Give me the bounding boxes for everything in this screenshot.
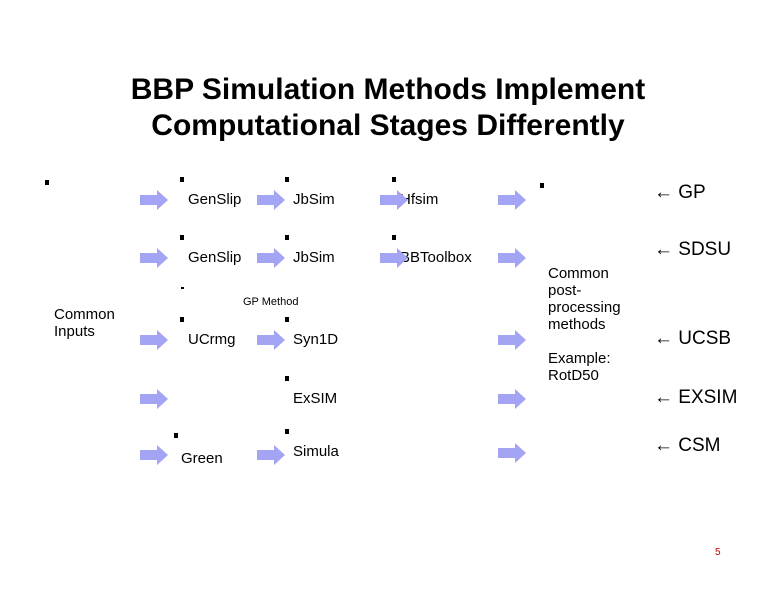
title-line-2: Computational Stages Differently: [151, 109, 625, 142]
right-block-arrow-icon: [140, 445, 168, 465]
bullet: [180, 235, 184, 240]
left-arrow-icon: ←: [654, 387, 673, 408]
bullet: [180, 317, 184, 322]
right-block-arrow-icon: [140, 190, 168, 210]
left-arrow-icon: ←: [654, 328, 673, 349]
post-processing-label: Common post- processing methods Example:…: [548, 265, 621, 384]
right-block-arrow-icon: [498, 190, 526, 210]
left-arrow-icon: ←: [654, 239, 673, 260]
right-block-arrow-icon: [380, 190, 408, 210]
right-block-arrow-icon: [257, 330, 285, 350]
bullet: [45, 180, 49, 185]
text: methods: [548, 316, 606, 333]
bullet: [285, 317, 289, 322]
text: RotD50: [548, 367, 599, 384]
text: post-: [548, 282, 582, 299]
method-gp: ← GP: [654, 182, 706, 204]
right-block-arrow-icon: [257, 190, 285, 210]
right-block-arrow-icon: [498, 443, 526, 463]
method-csm: ← CSM: [654, 435, 721, 457]
bullet: [285, 376, 289, 381]
left-arrow-icon: ←: [654, 182, 673, 203]
right-block-arrow-icon: [140, 389, 168, 409]
page-number: 5: [715, 547, 721, 558]
text: processing: [548, 299, 621, 316]
bullet: [180, 177, 184, 182]
text: Example:: [548, 350, 611, 367]
stage-hfsim: Hfsim: [400, 191, 439, 208]
right-block-arrow-icon: [140, 330, 168, 350]
stage-simula: Simula: [293, 443, 339, 460]
method-sdsu: ← SDSU: [654, 239, 731, 261]
right-block-arrow-icon: [498, 389, 526, 409]
bullet: [540, 183, 544, 188]
text: Inputs: [54, 323, 95, 340]
text: CSM: [678, 435, 721, 456]
right-block-arrow-icon: [140, 248, 168, 268]
bullet: [181, 287, 184, 289]
right-block-arrow-icon: [257, 248, 285, 268]
right-block-arrow-icon: [498, 248, 526, 268]
stage-genslip: GenSlip: [188, 191, 242, 208]
text: SDSU: [678, 239, 732, 260]
left-arrow-icon: ←: [654, 435, 673, 456]
bullet: [285, 177, 289, 182]
stage-bbtoolbox: BBToolbox: [400, 249, 472, 266]
bullet: [285, 429, 289, 434]
method-exsim: ← EXSIM: [654, 387, 737, 409]
bullet: [392, 235, 396, 240]
stage-green: Green: [181, 450, 223, 467]
right-block-arrow-icon: [257, 445, 285, 465]
bullet: [285, 235, 289, 240]
stage-ucrmg: UCrmg: [188, 331, 236, 348]
stage-jbsim: JbSim: [293, 191, 335, 208]
method-ucsb: ← UCSB: [654, 328, 731, 350]
right-block-arrow-icon: [498, 330, 526, 350]
bullet: [174, 433, 178, 438]
text: UCSB: [678, 328, 732, 349]
common-inputs-label: Common Inputs: [54, 306, 115, 340]
slide-title: BBP Simulation Methods Implement Computa…: [0, 72, 776, 144]
text: Common: [548, 265, 609, 282]
text: GP: [678, 182, 706, 203]
stage-jbsim: JbSim: [293, 249, 335, 266]
gp-method-label: GP Method: [243, 296, 299, 308]
stage-syn1d: Syn1D: [293, 331, 339, 348]
text: Common: [54, 306, 115, 323]
stage-exsim: ExSIM: [293, 390, 338, 407]
right-block-arrow-icon: [380, 248, 408, 268]
text: EXSIM: [678, 387, 738, 408]
bullet: [392, 177, 396, 182]
stage-genslip: GenSlip: [188, 249, 242, 266]
title-line-1: BBP Simulation Methods Implement: [130, 73, 646, 106]
